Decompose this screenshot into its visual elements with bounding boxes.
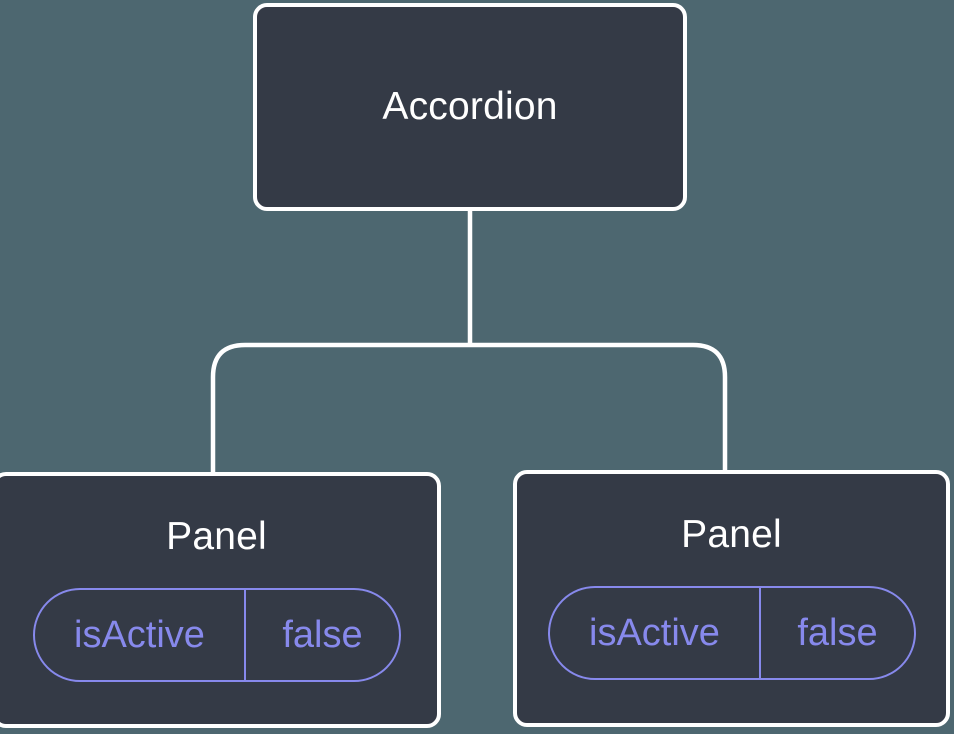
node-label: Accordion [382, 85, 558, 128]
state-value: false [759, 588, 913, 678]
state-key: isActive [589, 611, 720, 654]
state-value: false [244, 590, 398, 680]
node-label: Panel [681, 513, 782, 556]
tree-connector-bracket [210, 342, 728, 477]
state-key: isActive [74, 613, 205, 656]
state-pill: isActive false [32, 588, 401, 682]
node-accordion: Accordion [253, 3, 687, 211]
node-label: Panel [166, 515, 267, 558]
state-pill: isActive false [547, 586, 916, 680]
node-panel-right: Panel isActive false [513, 470, 950, 727]
node-panel-left: Panel isActive false [0, 472, 441, 728]
